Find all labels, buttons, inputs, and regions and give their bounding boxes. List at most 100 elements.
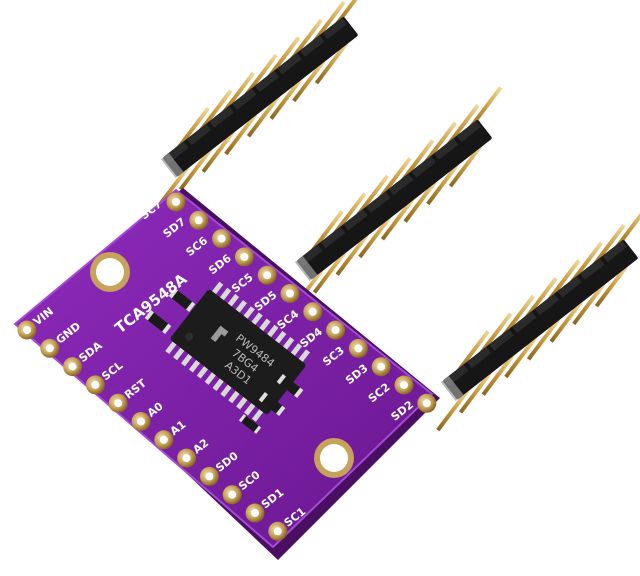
chip-lead-top: [282, 337, 295, 350]
left-pad-6: [154, 430, 174, 450]
pin-header-middle: [290, 86, 503, 312]
chip-lead-bottom: [244, 403, 256, 416]
pin-header-middle-pin-3: [358, 156, 412, 259]
right-pad-1: [189, 210, 209, 230]
pin-header-middle-segment: [320, 226, 346, 249]
pin-header-right-pin-3: [504, 276, 558, 379]
right-pad-6: [303, 302, 323, 322]
chip-lead-top: [243, 306, 255, 319]
left-pad-4: [108, 393, 128, 413]
right-pad-9: [371, 357, 391, 377]
pin-headers: [156, 0, 640, 432]
pin-header-left-pin-1: [178, 89, 233, 191]
pin-header-middle-plastic: [297, 120, 492, 280]
pin-header-right-pin-2: [481, 294, 536, 396]
capacitor-3: [238, 414, 262, 434]
chip-lead-top: [298, 349, 311, 362]
pin-header-middle-pin-2: [335, 174, 390, 276]
pin-header-left-pin-2: [201, 71, 256, 173]
pin-header-right-pin-5: [549, 241, 604, 343]
pin-header-right-segment: [534, 293, 560, 316]
capacitor-1: [276, 374, 304, 398]
pin-header-right-pin-6: [572, 223, 626, 326]
left-pad-11: [268, 521, 288, 541]
right-pad-4: [257, 265, 277, 285]
pin-header-right-pin-7: [594, 206, 640, 308]
pin-header-left-segment: [277, 52, 302, 75]
pin-header-right-segment: [489, 329, 514, 351]
chip-lead-bottom: [196, 366, 209, 379]
left-pad-9: [222, 485, 242, 505]
right-pad-11: [417, 393, 437, 413]
right-pad-5: [280, 284, 300, 303]
left-pad-3: [85, 375, 105, 395]
pin-header-right-pin-4: [526, 259, 581, 361]
pin-header-left-pin-3: [224, 53, 278, 156]
pin-header-right-segment: [466, 346, 492, 369]
chip-lead-bottom: [251, 409, 264, 422]
pin-header-middle-segment: [433, 138, 459, 160]
capacitor-2: [258, 392, 286, 416]
chip-lead-bottom: [212, 378, 224, 391]
breakout-board: PW9484 7BG4 A3D1: [13, 188, 440, 560]
pin-header-left-pin-7: [314, 0, 369, 85]
right-pad-10: [394, 375, 414, 395]
pin-header-left-segment: [209, 106, 234, 128]
pin-header-right-pin-0: [436, 330, 490, 432]
pin-header-middle-segment: [366, 191, 391, 213]
pin-header-middle-segment: [411, 155, 436, 178]
chip-lead-top: [251, 312, 263, 325]
pin-header-middle-pin-6: [426, 103, 480, 206]
right-pad-7: [326, 320, 346, 340]
pin-header-middle-pin-5: [403, 121, 458, 223]
left-pad-5: [131, 412, 151, 431]
pin-header-right-segment: [512, 311, 537, 333]
pin-header-left-segment: [254, 70, 280, 93]
pin-header-left-pin-5: [269, 18, 324, 120]
ti-logo-icon: [210, 325, 229, 342]
right-pad-3: [234, 247, 254, 267]
chip-lead-top: [235, 300, 247, 313]
chip-lead-top: [267, 324, 279, 338]
header-pads: [17, 192, 437, 541]
pin-header-middle-pin-7: [448, 86, 503, 188]
pin-header-left: [156, 0, 369, 209]
chip-lead-bottom: [228, 390, 240, 404]
resistor-2: [144, 310, 172, 334]
pin-header-left-pin-0: [156, 107, 210, 209]
pin-header-left-segment: [299, 35, 325, 57]
pin-header-left-end-cap: [160, 152, 184, 179]
pin-header-middle-segment: [456, 120, 482, 143]
pin-header-right: [436, 206, 640, 432]
chip-lead-bottom: [188, 359, 201, 373]
pin-header-left-pin-6: [292, 0, 346, 103]
tca9548a-chip: PW9484 7BG4 A3D1: [170, 289, 306, 415]
chip-lead-top: [227, 293, 240, 307]
left-pad-0: [17, 320, 37, 340]
left-pad-7: [177, 448, 197, 468]
pin-header-middle-segment: [343, 209, 368, 231]
left-pad-2: [63, 357, 83, 377]
chip-lead-top: [290, 343, 303, 356]
pin-header-right-segment: [579, 258, 605, 280]
pin-header-right-segment: [602, 240, 628, 263]
chip-lead-top: [211, 281, 224, 295]
pin-header-left-segment: [322, 17, 348, 40]
right-pad-8: [348, 338, 368, 358]
pin-header-left-plastic: [163, 17, 358, 177]
chip-lead-bottom: [180, 353, 193, 367]
pin-header-left-pin-4: [246, 36, 301, 138]
chip-lead-top: [259, 318, 271, 332]
pin-header-middle-segment: [388, 173, 414, 196]
chip-lead-bottom: [204, 372, 216, 385]
left-pad-8: [199, 466, 219, 486]
chip-solder-pads: [165, 281, 311, 422]
smd-components: [144, 288, 304, 434]
resistor-1: [168, 288, 196, 312]
chip-lead-top: [275, 330, 287, 344]
pin-header-left-segment: [232, 88, 257, 110]
chip-lead-bottom: [173, 347, 185, 361]
left-pad-10: [245, 503, 265, 523]
pin-header-middle-pin-1: [312, 192, 367, 294]
